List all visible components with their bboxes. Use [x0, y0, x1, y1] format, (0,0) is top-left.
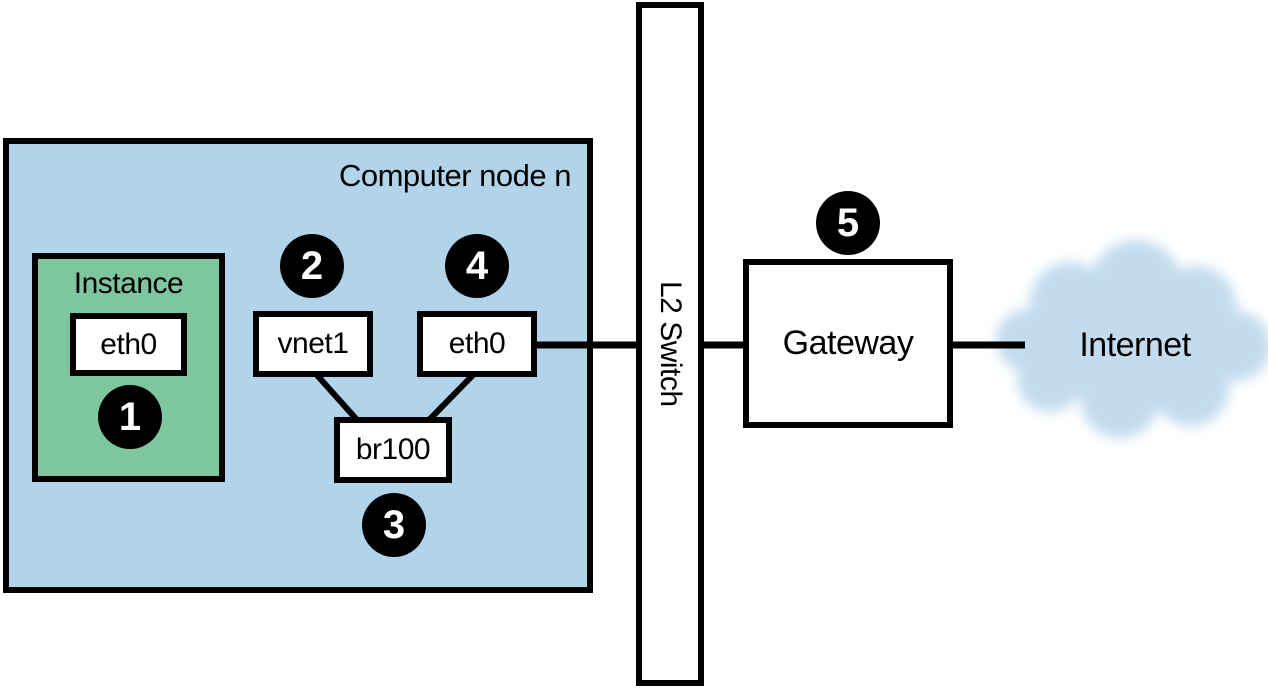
- instance-box: Instance eth0 1: [32, 253, 225, 482]
- br100-box: br100: [334, 417, 452, 483]
- instance-eth0-label: eth0: [100, 327, 157, 361]
- vnet1-label: vnet1: [277, 327, 349, 360]
- vnet1-box: vnet1: [253, 311, 373, 377]
- badge-3: 3: [362, 493, 426, 557]
- l2-switch-box: L2 Switch: [636, 2, 704, 686]
- badge-2: 2: [280, 234, 344, 298]
- compute-node-box: Computer node n Instance eth0 1 2 vnet1 …: [3, 138, 593, 593]
- node-eth0-label: eth0: [448, 327, 506, 360]
- node-eth0-box: eth0: [417, 311, 537, 377]
- internet-label: Internet: [1079, 325, 1191, 364]
- badge-2-number: 2: [300, 243, 324, 288]
- badge-1-number: 1: [118, 394, 142, 439]
- gateway-label: Gateway: [782, 324, 914, 362]
- instance-label: Instance: [73, 267, 184, 300]
- badge-5-number: 5: [836, 200, 860, 245]
- compute-node-label: Computer node n: [338, 158, 572, 193]
- badge-4: 4: [445, 234, 509, 298]
- badge-4-number: 4: [465, 243, 489, 288]
- br100-label: br100: [355, 433, 431, 466]
- cloud-shape: [996, 240, 1268, 438]
- internet-cloud: Internet: [990, 240, 1268, 450]
- badge-1: 1: [98, 385, 162, 449]
- gateway-box: Gateway: [743, 259, 953, 428]
- badge-3-number: 3: [382, 502, 406, 547]
- instance-eth0-box: eth0: [70, 313, 187, 376]
- badge-5: 5: [816, 191, 880, 255]
- l2-switch-label: L2 Switch: [654, 281, 687, 407]
